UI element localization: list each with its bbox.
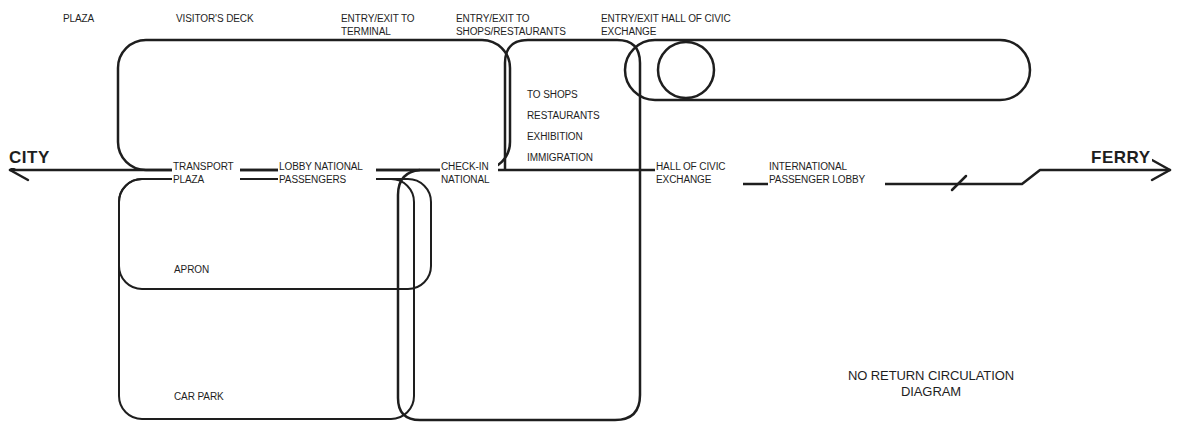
region-label: APRON <box>174 263 294 276</box>
loop-outline <box>625 40 1030 100</box>
loop-circle <box>658 42 714 98</box>
region-label: TO SHOPS RESTAURANTS EXHIBITION IMMIGRAT… <box>527 84 622 168</box>
endpoint-label: CITY <box>8 148 51 168</box>
region-box: CAR PARK <box>118 178 415 420</box>
area-label: HALL OF CIVIC EXCHANGE <box>655 160 743 186</box>
area-label: ENTRY/EXIT HALL OF CIVIC EXCHANGE <box>600 12 742 38</box>
area-label: INTERNATIONAL PASSENGER LOBBY <box>768 160 885 186</box>
area-label: CHECK-IN NATIONAL <box>440 160 498 186</box>
region-outline <box>398 40 640 420</box>
area-label: PLAZA <box>62 12 95 25</box>
loop-outline <box>118 40 510 170</box>
region-label: CAR PARK <box>174 390 294 403</box>
arrow-head <box>1152 160 1170 180</box>
area-label: ENTRY/EXIT TO TERMINAL <box>340 12 422 38</box>
region-outline <box>398 40 640 420</box>
area-label: VISITOR'S DECK <box>175 12 255 25</box>
region-box: APRON <box>118 178 432 290</box>
area-label: ENTRY/EXIT TO SHOPS/RESTAURANTS <box>455 12 575 38</box>
endpoint-label: FERRY <box>1090 148 1152 168</box>
gate-tick <box>952 176 966 190</box>
area-label: TRANSPORT PLAZA <box>172 160 240 186</box>
area-label: NO RETURN CIRCULATION DIAGRAM <box>840 368 1022 400</box>
area-label: LOBBY NATIONAL PASSENGERS <box>278 160 376 186</box>
region-outline: TO SHOPS RESTAURANTS EXHIBITION IMMIGRAT… <box>398 40 640 420</box>
